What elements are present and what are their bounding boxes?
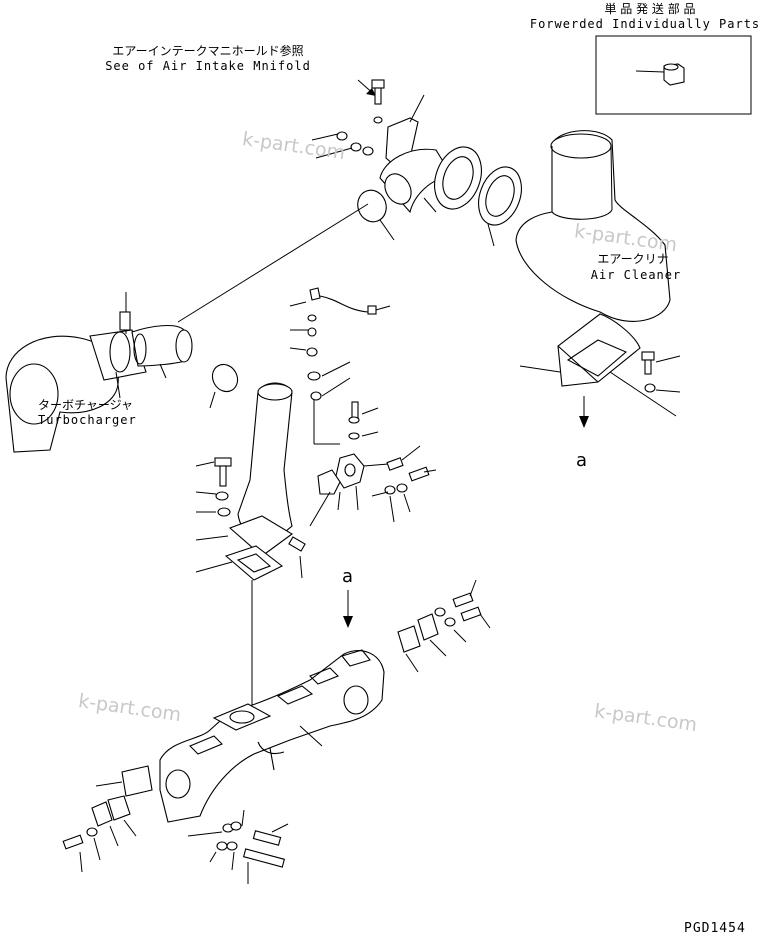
drawing-code: PGD1454 [684, 921, 746, 936]
air-intake-label-en: See of Air Intake Mnifold [105, 59, 311, 73]
air-intake-label-jp: エアーインテークマニホールド参照 [112, 44, 304, 58]
turbocharger [5, 329, 147, 453]
top-bolt [371, 79, 385, 105]
curved-pipe [228, 382, 293, 557]
turbocharger-label-jp: ターボチャージャ [38, 398, 134, 412]
individual-parts-box [595, 35, 752, 115]
air-cleaner-bracket [557, 313, 641, 387]
exhaust-manifold [159, 649, 385, 823]
individual-part-bushing [635, 63, 685, 86]
air-cleaner-label-en: Air Cleaner [590, 268, 682, 282]
forwarded-label-en: Forwerded Individually Parts [529, 17, 761, 31]
elbow-pipe [379, 146, 482, 214]
view-a-label-upper: a [576, 450, 588, 471]
air-cleaner [515, 130, 671, 322]
flange-gasket [478, 166, 522, 226]
forwarded-label-jp: 単 品 発 送 部 品 [604, 2, 696, 16]
view-a-label-lower: a [342, 566, 354, 587]
intake-hose [131, 324, 193, 367]
turbocharger-label-en: Turbocharger [38, 413, 137, 427]
air-cleaner-label-jp: エアークリナ [597, 252, 669, 266]
